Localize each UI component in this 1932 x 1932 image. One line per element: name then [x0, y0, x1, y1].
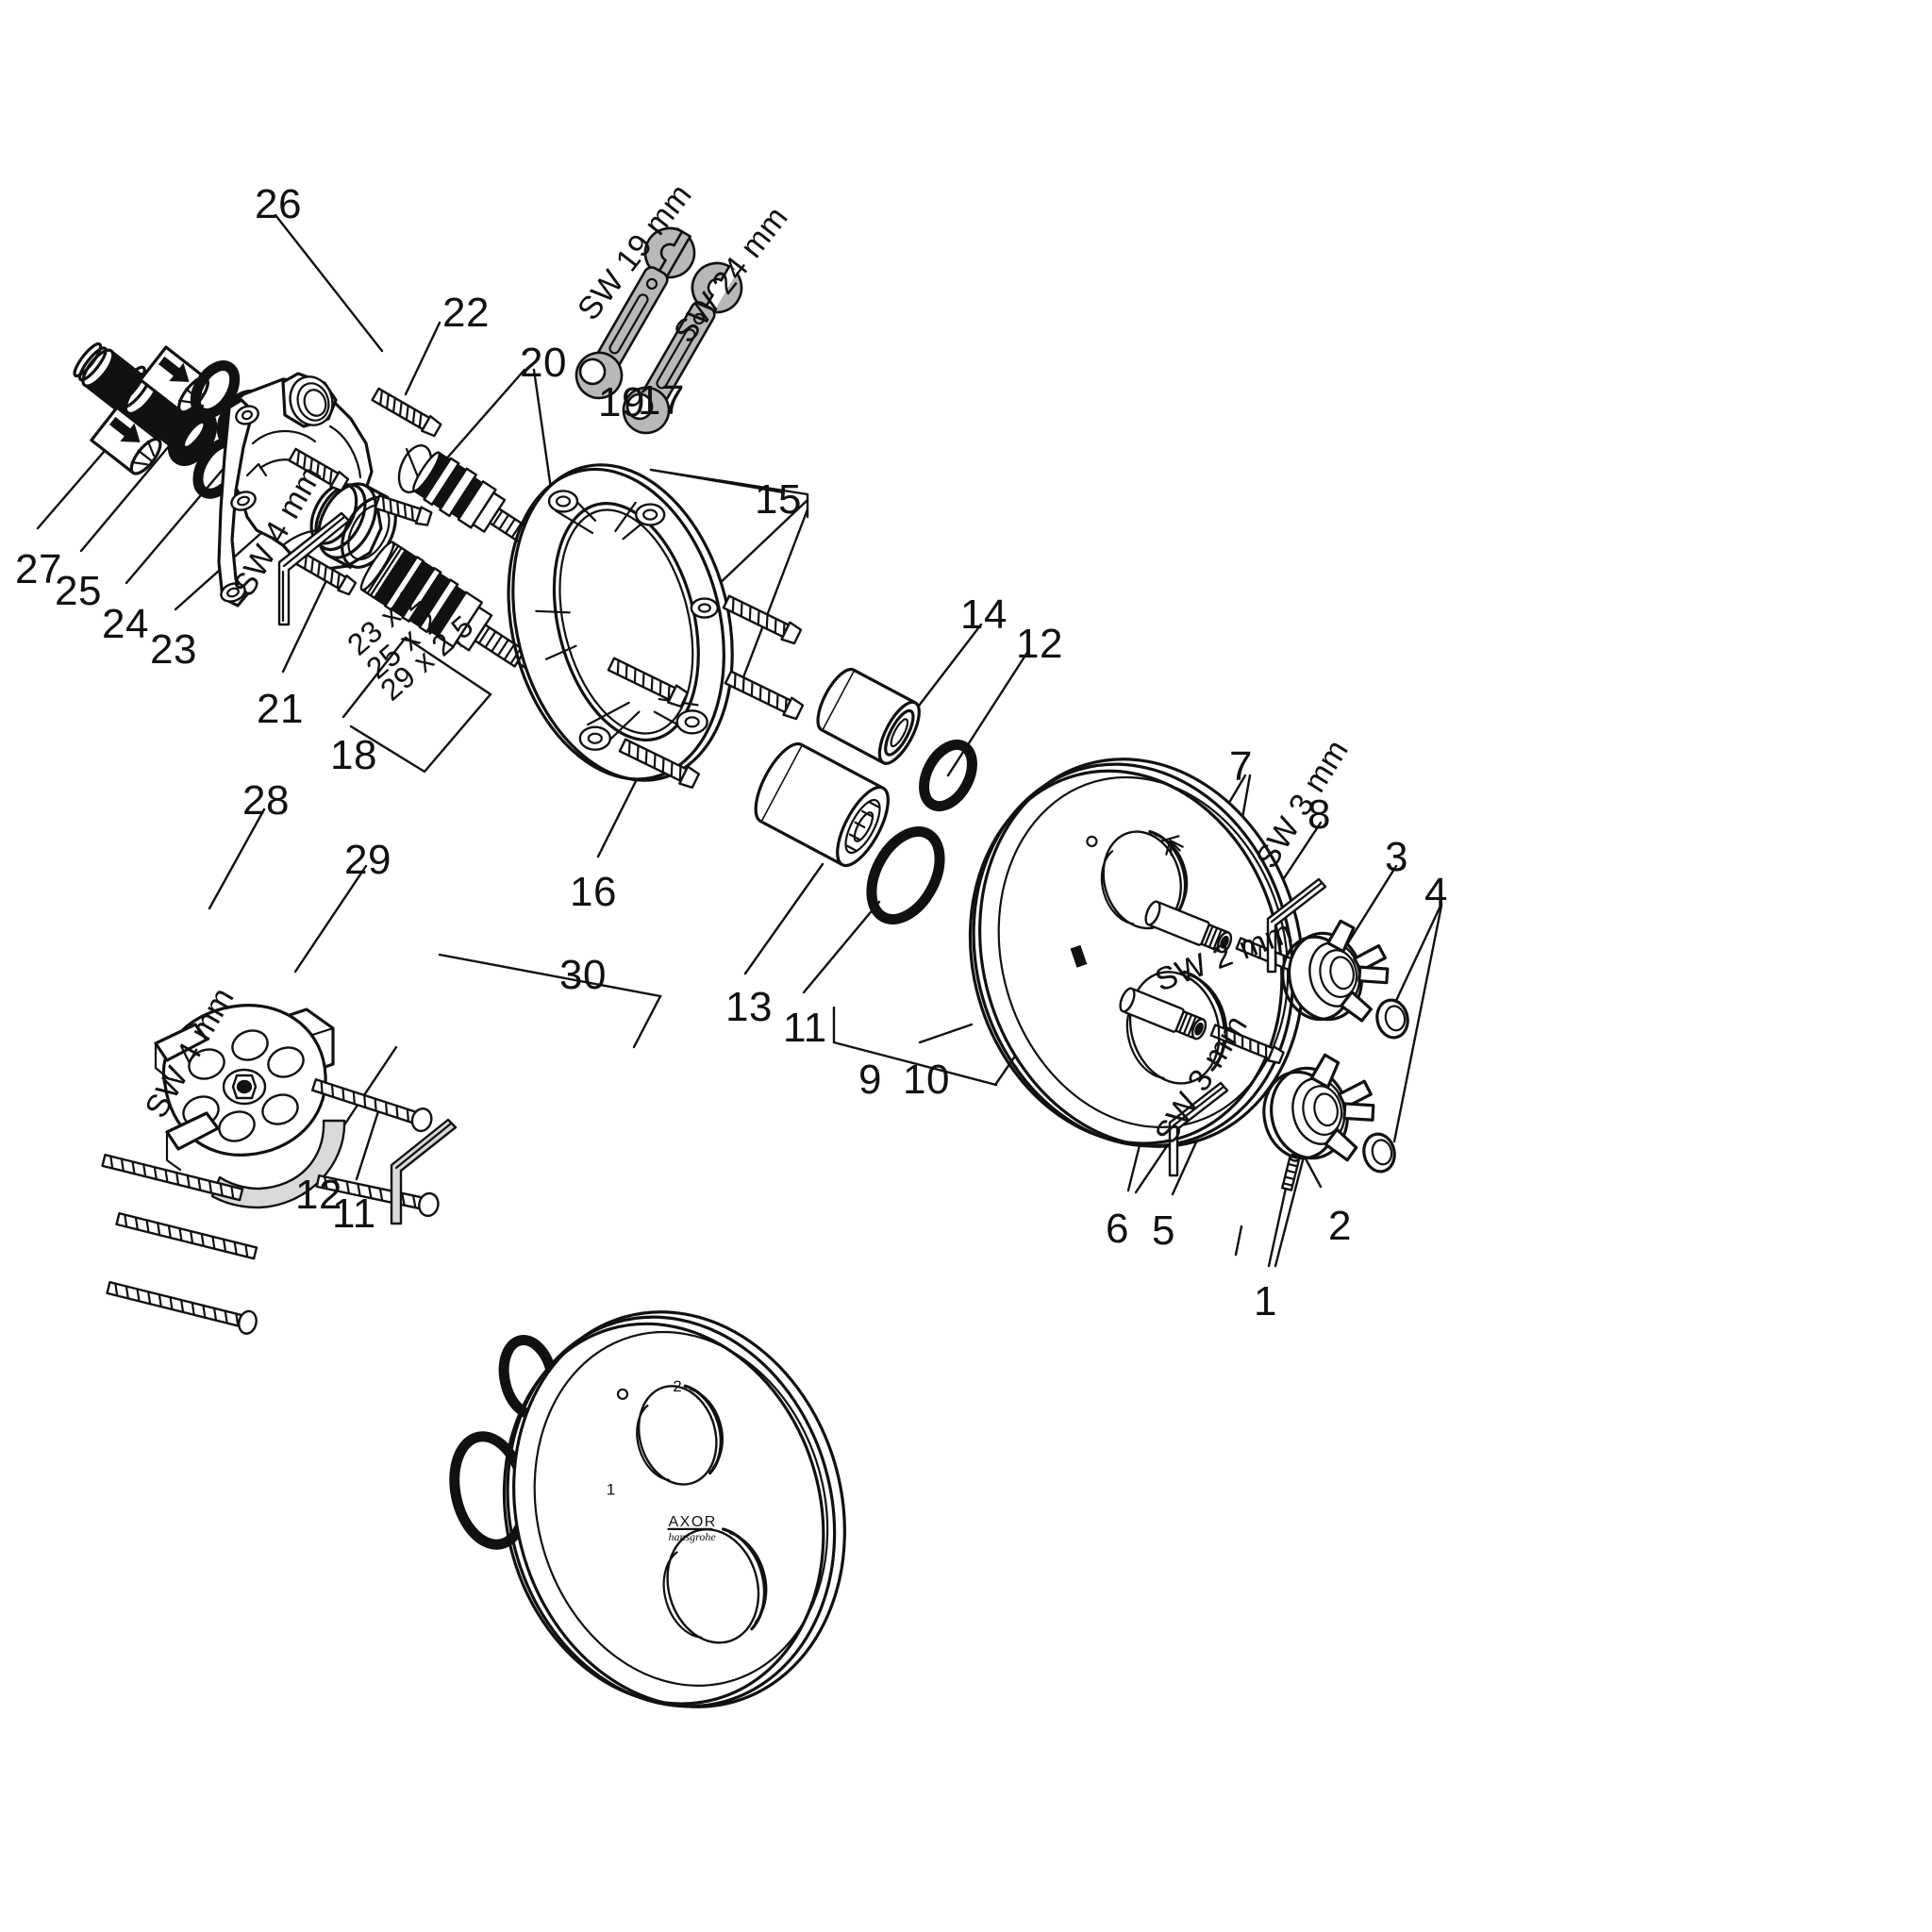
part-number-14: 14	[960, 591, 1008, 638]
installation-jig	[101, 1004, 458, 1335]
part-number-20: 20	[520, 340, 567, 386]
part-number-24: 24	[102, 601, 149, 647]
part-number-12: 12	[1016, 621, 1063, 667]
part-number-9: 9	[858, 1057, 882, 1103]
svg-text:1: 1	[607, 1481, 615, 1499]
bracket-15	[649, 468, 809, 519]
housing-screws	[288, 447, 433, 596]
handle-lower	[1119, 987, 1396, 1191]
part-number-17: 17	[638, 377, 685, 424]
svg-text:hansgrohe: hansgrohe	[668, 1530, 716, 1543]
part-number-19: 19	[598, 379, 645, 425]
extension-sleeve-large	[754, 741, 890, 868]
wrench-sw24	[622, 261, 743, 435]
allen-key-sw3-lower	[1168, 1081, 1229, 1177]
part-number-16: 16	[570, 869, 617, 915]
part-number-5: 5	[1152, 1208, 1175, 1254]
part-number-13: 13	[725, 984, 773, 1030]
oring-11	[866, 826, 945, 924]
mounting-screws	[607, 594, 805, 790]
part-number-3: 3	[1385, 834, 1408, 880]
check-valve-assembly	[73, 341, 267, 499]
part-number-1: 1	[1254, 1278, 1277, 1324]
bracket-1	[1234, 1224, 1243, 1257]
part-number-18: 18	[330, 732, 377, 778]
bracket-30	[438, 953, 662, 1049]
part-number-28: 28	[242, 777, 290, 824]
part-number-12: 12	[295, 1172, 342, 1218]
part-number-8: 8	[1307, 791, 1331, 838]
part-number-2: 2	[1328, 1203, 1352, 1249]
allen-key-sw3-upper	[1266, 877, 1327, 974]
part-number-11: 11	[783, 1005, 827, 1051]
screw-22	[371, 387, 442, 438]
part-number-26: 26	[255, 181, 302, 227]
svg-text:2: 2	[673, 1377, 681, 1395]
allen-key-sw4	[277, 511, 351, 626]
part-number-21: 21	[257, 686, 304, 732]
trim-escutcheon-bottom: 2 1 AXOR hansgrohe	[502, 1310, 846, 1708]
wrench-sw19	[575, 226, 696, 400]
allen-key-sw4-jig	[390, 1118, 458, 1225]
svg-text:AXOR: AXOR	[668, 1514, 716, 1530]
oring-12	[919, 739, 977, 812]
part-number-11: 11	[332, 1191, 376, 1237]
part-number-6: 6	[1106, 1206, 1129, 1252]
part-number-15: 15	[755, 476, 802, 523]
part-number-10: 10	[903, 1057, 950, 1103]
part-number-29: 29	[344, 837, 391, 883]
part-number-25: 25	[55, 568, 102, 614]
extension-sleeve-small	[816, 668, 921, 765]
handle-upper	[1144, 877, 1409, 1040]
trim-escutcheon-main	[968, 758, 1305, 1148]
part-number-4: 4	[1424, 870, 1448, 916]
part-number-7: 7	[1229, 743, 1253, 790]
part-number-27: 27	[15, 546, 62, 592]
bracket-18	[341, 636, 492, 774]
part-number-23: 23	[150, 626, 197, 673]
part-number-22: 22	[442, 290, 490, 336]
part-number-30: 30	[559, 952, 607, 998]
